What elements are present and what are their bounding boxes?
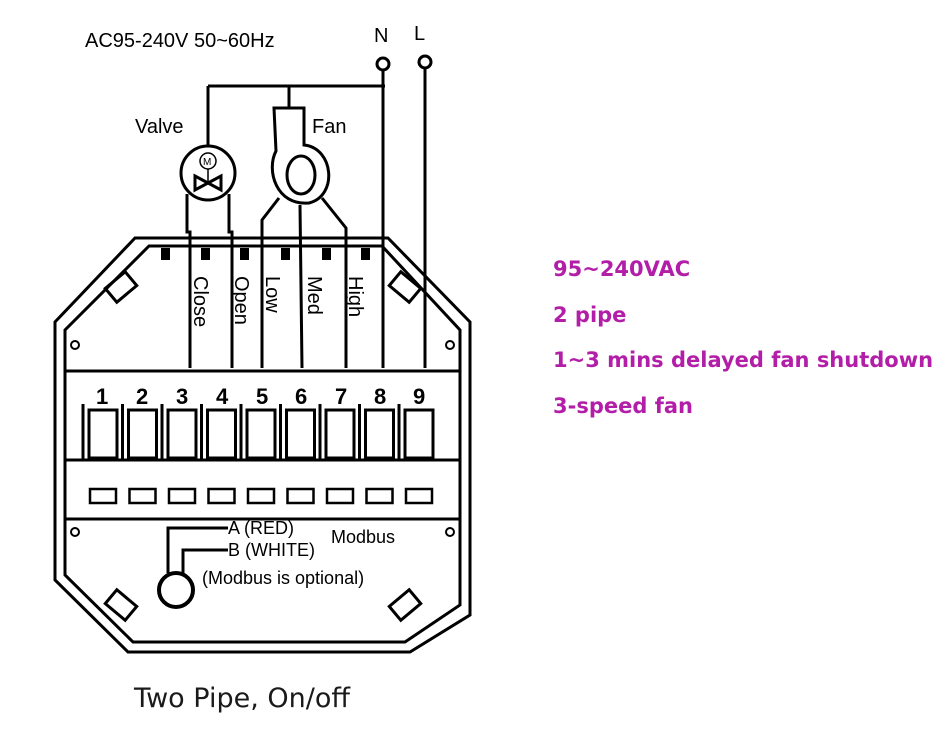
fan-label: Fan	[312, 116, 346, 138]
label-open: Open	[230, 276, 252, 325]
neutral-label: N	[374, 25, 388, 47]
terminal-slot	[87, 408, 119, 460]
terminal-number: 3	[176, 384, 188, 409]
modbus-note: (Modbus is optional)	[202, 568, 364, 588]
terminal-pad	[246, 487, 276, 505]
label-med: Med	[303, 276, 325, 315]
label-close: Close	[189, 276, 211, 327]
terminal-number: 7	[335, 384, 347, 409]
terminal-number: 6	[295, 384, 307, 409]
valve-label: Valve	[135, 116, 184, 138]
line-label: L	[414, 23, 425, 45]
terminal-pad	[325, 487, 355, 505]
terminal-number: 2	[136, 384, 148, 409]
terminal-pad	[207, 487, 236, 505]
terminal-slot	[206, 408, 237, 460]
terminal-number: 8	[374, 384, 386, 409]
terminal-slot	[245, 408, 277, 460]
terminal-slot	[166, 408, 198, 460]
terminal-pad	[286, 487, 315, 505]
valve-symbol	[179, 144, 237, 368]
fan-symbol	[260, 106, 348, 369]
terminal-slot	[364, 408, 395, 460]
neutral-bus	[206, 84, 385, 146]
top-terminals	[161, 248, 370, 260]
supply-label: AC95-240V 50~60Hz	[85, 30, 275, 52]
label-high: High	[344, 276, 366, 317]
terminal-pad	[365, 487, 394, 505]
modbus-title: Modbus	[331, 527, 395, 547]
terminal-number: 4	[216, 384, 229, 409]
terminal-numbers: 1 2 3 4 5 6 7 8 9	[96, 384, 425, 409]
terminal-slot	[285, 408, 316, 460]
terminal-number: 5	[256, 384, 268, 409]
spec-voltage: 95~240VAC	[553, 257, 691, 281]
terminal-pad	[404, 487, 434, 505]
terminal-pad	[128, 487, 157, 505]
terminal-number: 1	[96, 384, 108, 409]
spec-fan-speed: 3-speed fan	[553, 394, 693, 418]
terminal-labels: Close Open Low Med High	[189, 276, 366, 327]
modbus-b-label: B (WHITE)	[228, 540, 315, 560]
modbus-a-label: A (RED)	[228, 518, 294, 538]
spec-pipe: 2 pipe	[553, 303, 627, 327]
terminal-number: 9	[413, 384, 425, 409]
diagram-caption: Two Pipe, On/off	[134, 683, 350, 714]
terminal-block	[81, 404, 435, 505]
spec-fan-delay: 1~3 mins delayed fan shutdown	[553, 348, 934, 372]
neutral-terminal	[375, 56, 391, 368]
terminal-pad	[167, 487, 197, 505]
terminal-slot	[127, 408, 158, 460]
terminal-slot	[403, 408, 435, 460]
terminal-pad	[88, 487, 118, 505]
thermostat-housing	[53, 236, 472, 654]
valve-motor-label: M	[203, 157, 211, 168]
modbus-connector	[157, 526, 228, 609]
label-low: Low	[261, 276, 283, 313]
line-terminal	[417, 54, 433, 368]
terminal-slot	[324, 408, 356, 460]
